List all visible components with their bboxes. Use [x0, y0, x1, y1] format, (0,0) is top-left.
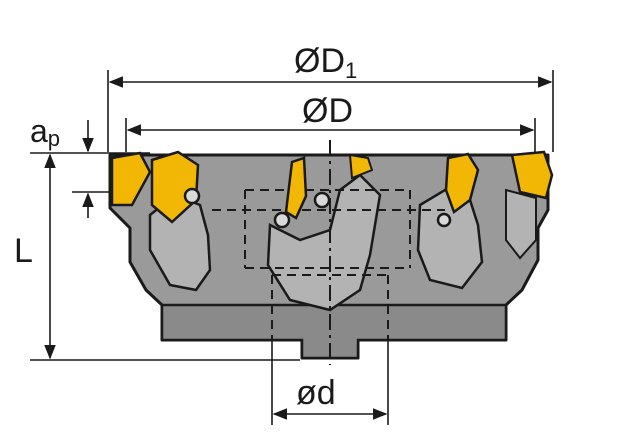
- label-ap: ap: [30, 113, 60, 151]
- insert-center-right: [348, 153, 374, 180]
- chip-pocket-center: [266, 173, 382, 312]
- cutter-body-shadow: [160, 303, 508, 360]
- dimension-lines: [30, 70, 554, 425]
- chip-pocket-right: [416, 188, 484, 290]
- insert-right: [444, 152, 480, 215]
- label-bore: ød: [296, 374, 336, 412]
- label-d1: ØD1: [294, 42, 357, 83]
- insert-screw-icon: [183, 187, 452, 229]
- chip-pocket-far-right: [505, 188, 537, 260]
- label-d: ØD: [302, 92, 353, 130]
- hidden-lines: [212, 189, 445, 340]
- label-l: L: [14, 232, 33, 270]
- insert-far-left: [110, 151, 152, 207]
- insert-far-right: [510, 150, 554, 200]
- cutter-body: [108, 140, 550, 365]
- insert-center: [284, 156, 308, 220]
